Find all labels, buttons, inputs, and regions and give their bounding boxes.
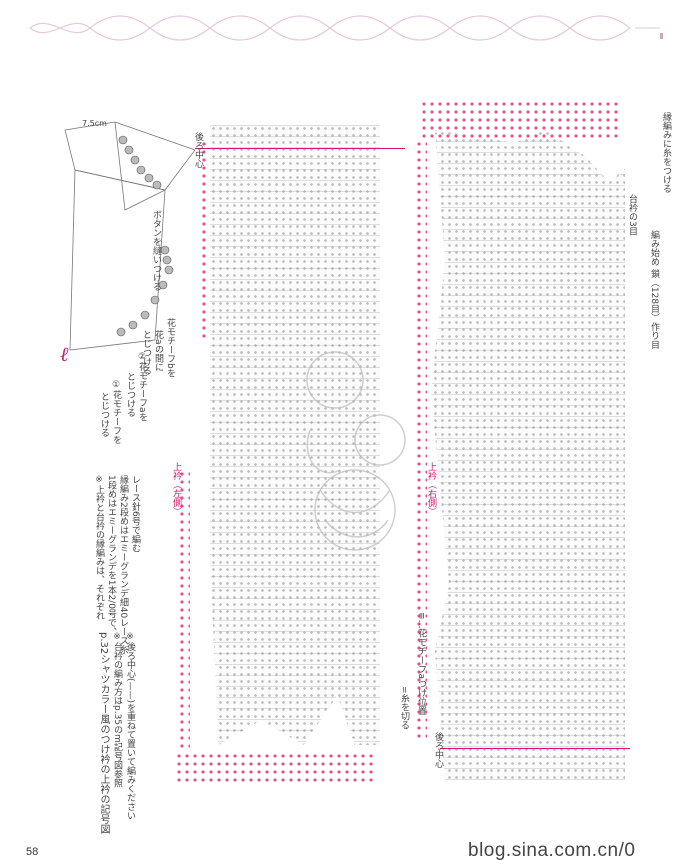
- notes-title: p.32シャツカラー風のつけ衿の上衿の記号図: [98, 632, 109, 835]
- flower-motif-b-label: 花モチーフbを: [165, 318, 175, 378]
- notes-line-3: ※上衿と台衿の縁編みは、それぞれ: [94, 475, 104, 620]
- back-center-bottom-label: 後ろ中心: [433, 732, 443, 768]
- step-one-attach-label: とじつける: [99, 392, 109, 437]
- chart-upper-collar-left: [210, 125, 380, 745]
- edge-attach-label: 縁編みに糸をつける: [661, 112, 671, 193]
- notes-line-6: レース針6号で編む: [130, 475, 140, 553]
- chart-left-edge-border: [200, 140, 210, 340]
- step-one-label: ①花モチーフを: [111, 380, 121, 444]
- motif-position-label: ≡…花モチーフaつけ位置: [416, 612, 426, 716]
- dimension-label: 7.5cm: [82, 119, 107, 128]
- back-center-top-label: 後ろ中心: [193, 132, 203, 168]
- notes-line-4: 1段めはエミーグランデを1本2/0号で、: [106, 475, 116, 636]
- cut-thread-label: =糸を切る: [399, 686, 409, 730]
- attach-a-label: とじつける: [125, 372, 135, 417]
- chart-left-bottom-edge: [175, 752, 375, 782]
- collar-band-label: 台衿の3目: [627, 194, 637, 236]
- site-watermark: blog.sina.com.cn/0: [468, 840, 636, 861]
- yarn-ball-watermark: [306, 351, 406, 551]
- chart-right-left-edge: [415, 140, 427, 740]
- collar-sketch-diagram: [64, 121, 196, 351]
- chart-right-top-edge: [420, 100, 620, 140]
- start-stitch-label: 編み始め 鎖（128目）作り目: [649, 230, 659, 350]
- notes-line-1: ※台衿の編み方はp.35のm記号図参照: [112, 632, 122, 788]
- notes-line-2: ※後ろ中心(——)を重ねて置いて編みください: [125, 632, 135, 821]
- back-center-line-top: [195, 148, 405, 149]
- flower-motif-a-label: ②花モチーフaを: [137, 352, 147, 422]
- upper-collar-right-label: 上衿（右側）: [426, 462, 436, 516]
- upper-collar-left-label: 上衿（左側）: [171, 462, 181, 516]
- script-l-symbol: ℓ: [60, 342, 69, 366]
- sewing-buttons-label: ボタンを縫いつける: [151, 210, 161, 291]
- attach-b-label: とじつける: [141, 330, 151, 375]
- notes-line-5: 縁編み2段めはエミーグランデ細40レース糸: [118, 475, 128, 655]
- chart-upper-collar-right: [431, 130, 625, 780]
- chart-left-lower-edge: [178, 470, 190, 750]
- back-center-line-bottom: [440, 748, 630, 749]
- decorative-top-border: [29, 15, 663, 41]
- page-number: 58: [26, 846, 39, 858]
- between-flower-a-label: 花aの間に: [153, 330, 163, 372]
